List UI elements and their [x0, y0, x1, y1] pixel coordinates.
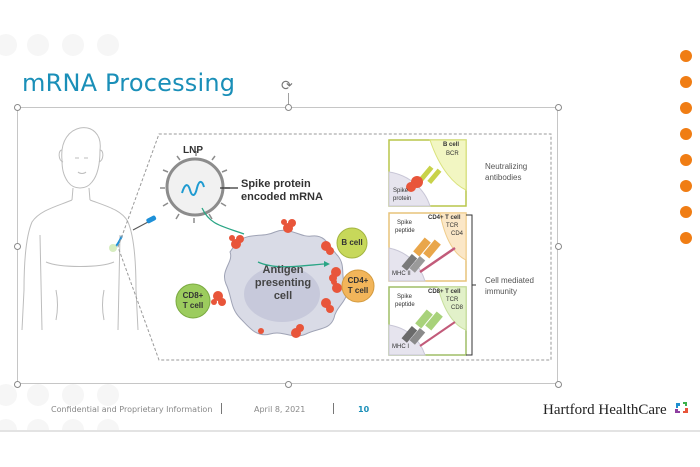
panel-b-cell [388, 139, 467, 207]
panel1-receptor: BCR [446, 151, 459, 157]
footer-separator [333, 403, 334, 414]
outcome-cell-mediated-line1: Cell mediated [485, 276, 534, 285]
panel1-cell: B cell [443, 142, 460, 148]
resize-handle-left[interactable] [14, 243, 21, 250]
orange-dot [680, 232, 692, 244]
cd4-cell-circle [341, 269, 375, 303]
b-cell-circle [336, 227, 368, 259]
orange-dot [680, 154, 692, 166]
panel1-antigen-line1: Spike [393, 188, 409, 194]
orange-dot [680, 180, 692, 192]
rotate-handle-icon[interactable]: ⟳ [281, 78, 293, 94]
cell-mediated-bracket [466, 214, 476, 356]
panel2-peptide-line2: peptide [395, 228, 415, 234]
footer-date: April 8, 2021 [254, 405, 306, 414]
panel2-peptide-line1: Spike [397, 220, 413, 226]
resize-handle-top[interactable] [285, 104, 292, 111]
panel3-co: CD8 [451, 305, 464, 311]
panel3-mhc: MHC I [392, 344, 409, 350]
footer-page-number: 10 [358, 405, 370, 414]
panel2-cell: CD4+ T cell [428, 215, 461, 221]
apc-label-line1: Antigen [262, 264, 304, 276]
panel2-mhc: MHC II [392, 271, 411, 277]
spike-protein-clusters [211, 219, 342, 338]
panel3-cell: CD8+ T cell [428, 289, 461, 295]
hhc-logo-icon [675, 402, 688, 413]
callout-outline [117, 133, 552, 361]
background-dot-pattern [0, 34, 119, 430]
antigen-presenting-cell [224, 229, 348, 337]
panel-cd8 [388, 286, 467, 356]
resize-handle-right[interactable] [555, 243, 562, 250]
orange-dot [680, 206, 692, 218]
panel-cd4 [388, 212, 467, 282]
orange-dot [680, 102, 692, 114]
cd8-label-line2: T cell [182, 301, 204, 310]
resize-handle-bottom[interactable] [285, 381, 292, 388]
mrna-label-line2: encoded mRNA [241, 191, 323, 203]
mrna-label-line1: Spike protein [241, 178, 311, 190]
footer-confidential: Confidential and Proprietary Information [51, 405, 213, 414]
lnp-label: LNP [183, 145, 203, 156]
panel2-tcr: TCR [446, 223, 459, 229]
cd8-label-line1: CD8+ [182, 291, 204, 300]
selection-frame[interactable] [17, 107, 558, 384]
panel1-antigen-line2: protein [393, 196, 412, 202]
brand-name: Hartford HealthCare [543, 402, 667, 418]
outcome-neutralizing-line1: Neutralizing [485, 162, 528, 171]
orange-dot-column [680, 50, 692, 258]
apc-label-line3: cell [273, 290, 293, 302]
rotation-stem [288, 93, 289, 107]
lnp-particle [160, 151, 245, 235]
cd8-cell-circle [175, 283, 211, 319]
resize-handle-top-right[interactable] [555, 104, 562, 111]
orange-dot [680, 128, 692, 140]
human-figure [21, 127, 139, 331]
cd4-label-line2: T cell [347, 286, 369, 295]
resize-handle-bottom-right[interactable] [555, 381, 562, 388]
resize-handle-top-left[interactable] [14, 104, 21, 111]
panel3-tcr: TCR [446, 297, 459, 303]
panel3-peptide-line1: Spike [397, 294, 413, 300]
outcome-neutralizing-line2: antibodies [485, 173, 522, 182]
apc-label-line2: presenting [254, 277, 312, 289]
orange-dot [680, 76, 692, 88]
slide-bottom-divider [0, 430, 700, 432]
cd4-label-line1: CD4+ [347, 276, 369, 285]
orange-dot [680, 50, 692, 62]
outcome-cell-mediated-line2: immunity [485, 287, 518, 296]
panel3-peptide-line2: peptide [395, 302, 415, 308]
resize-handle-bottom-left[interactable] [14, 381, 21, 388]
slide-title[interactable]: mRNA Processing [22, 69, 236, 97]
panel2-co: CD4 [451, 231, 464, 237]
b-cell-label: B cell [341, 238, 363, 247]
footer-separator [221, 403, 222, 414]
